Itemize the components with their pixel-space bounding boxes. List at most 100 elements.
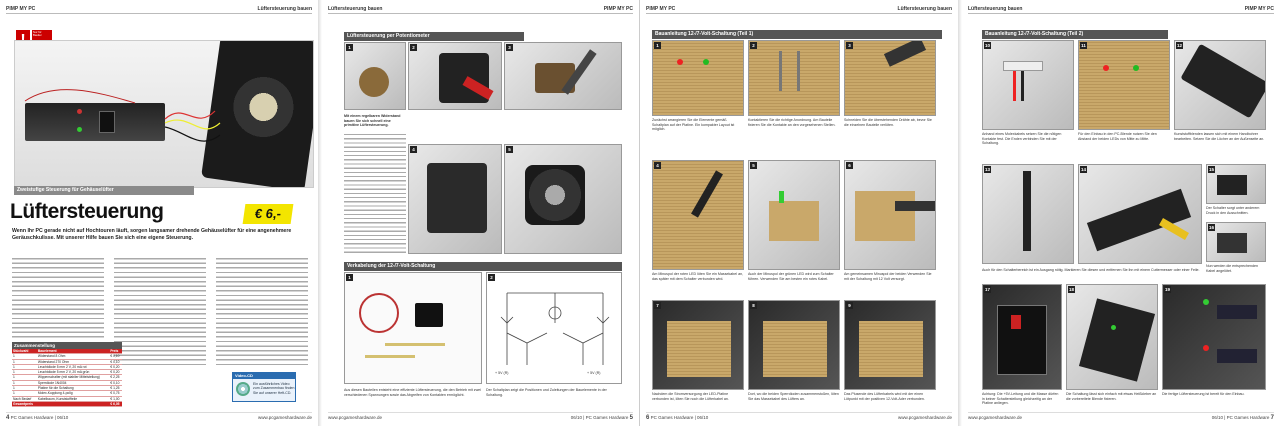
- footer-url: www.pcgameshardware.de: [257, 415, 312, 420]
- body-text-potentiometer: [344, 134, 406, 254]
- header-right: PIMP MY PC: [603, 5, 633, 12]
- lead-paragraph: Wenn Ihr PC gerade nicht auf Hochtouren …: [12, 228, 292, 241]
- step-photo: 5: [748, 160, 840, 270]
- video-cd-text: Ein ausführliches Video zum Zusammenbau …: [253, 382, 295, 395]
- step-caption: Für den Einbau in den PC-Blende nutzen S…: [1078, 132, 1157, 141]
- photo-potentiometer: 1: [344, 42, 406, 110]
- photo-fan-wired: 5: [504, 144, 622, 254]
- footer-url: www.pcgameshardware.de: [968, 415, 1023, 420]
- step-photo: 2: [748, 40, 840, 116]
- section-header-part1: Bauanleitung 12-/7-Volt-Schaltung (Teil …: [652, 30, 942, 39]
- components-table-title: Zusammenstellung: [12, 342, 122, 349]
- step-photo: 9: [844, 300, 936, 390]
- page-5: Lüftersteuerung bauen PIMP MY PC Lüfters…: [322, 0, 640, 426]
- step-caption: Auch der Minuspol der grünen LED wird zu…: [748, 272, 834, 281]
- hero-photo: [14, 40, 314, 188]
- red-led-icon: [77, 109, 82, 114]
- step-caption: Die fertige Lüftersteuerung ist bereit f…: [1162, 392, 1245, 396]
- header-right: Lüftersteuerung bauen: [257, 5, 312, 12]
- step-caption: Nun werden die entsprechenden Kabel ange…: [1206, 264, 1258, 273]
- step-photo: 6: [844, 160, 936, 270]
- page-7: Lüftersteuerung bauen PIMP MY PC Bauanle…: [962, 0, 1280, 426]
- cable-wires: [24, 89, 221, 142]
- section-header-wiring: Verkabelung der 12-/7-Volt-Schaltung: [344, 262, 622, 271]
- green-led-icon: [77, 127, 82, 132]
- footer: www.pcgameshardware.de 06/10 | PC Games …: [968, 412, 1274, 422]
- header-left: Lüftersteuerung bauen: [328, 5, 383, 12]
- step-caption: Am Minuspol der roten LED löten Sie ein …: [652, 272, 744, 281]
- body-column-2: [114, 258, 206, 366]
- header-right: Lüftersteuerung bauen: [897, 5, 952, 12]
- caption-potentiometer: Mit einem regelbaren Widerstand bauen Si…: [344, 114, 401, 127]
- page-4: PIMP MY PC Lüftersteuerung bauen ! Nur f…: [0, 0, 318, 426]
- step-caption: Das Plusende des Lüfterkabels wird mit d…: [844, 392, 925, 401]
- footer: 6 PC Games Hardware | 06/10 www.pcgamesh…: [646, 412, 952, 422]
- step-photo: 16: [1206, 222, 1266, 262]
- page-number: 5: [629, 414, 633, 421]
- gutter: [958, 0, 962, 426]
- footer-magazine: 06/10 | PC Games Hardware: [1211, 414, 1270, 420]
- caption-circuit: Der Schaltplan zeigt die Positionen und …: [486, 388, 607, 397]
- body-text-columns: [12, 258, 308, 366]
- footer-url: www.pcgameshardware.de: [328, 415, 383, 420]
- gutter: [318, 0, 322, 426]
- photo-pliers: 2: [408, 42, 502, 110]
- running-header: PIMP MY PC Lüftersteuerung bauen: [646, 4, 952, 14]
- photo-soldering: 3: [504, 42, 622, 110]
- step-photo: 7: [652, 300, 744, 390]
- photo-parts: 1: [344, 272, 482, 384]
- step-caption: Der Schalter sorgt unter anderem Druck i…: [1206, 206, 1260, 215]
- step-photo: 13: [982, 164, 1074, 264]
- section-header-part2: Bauanleitung 12-/7-Volt-Schaltung (Teil …: [982, 30, 1168, 39]
- col-qty: Stückzahl: [12, 349, 37, 355]
- table-sum-row: Gesamtpreis€ 6,05: [12, 401, 122, 408]
- step-photo: 8: [748, 300, 840, 390]
- running-header: PIMP MY PC Lüftersteuerung bauen: [6, 4, 312, 14]
- circuit-schematic: [500, 292, 610, 365]
- rocker-switch-icon: [99, 111, 115, 133]
- footer-magazine: PC Games Hardware | 06/10: [10, 414, 69, 420]
- footer: 4 PC Games Hardware | 06/10 www.pcgamesh…: [6, 412, 312, 422]
- page-number: 7: [1270, 414, 1274, 421]
- body-column-1: [12, 258, 104, 338]
- page-number: 4: [6, 414, 10, 421]
- step-photo: 17: [982, 284, 1062, 390]
- step-photo: 10: [982, 40, 1074, 130]
- circuit-diagram: 2 + 5V (R) + 5V (R): [486, 272, 622, 384]
- photo-fan-mount: 4: [408, 144, 502, 254]
- step-photo: 15: [1206, 164, 1266, 204]
- header-left: PIMP MY PC: [6, 5, 36, 12]
- front-panel: [25, 103, 165, 141]
- step-caption: Achtung: Die +5V-Leitung und die Masse d…: [982, 392, 1059, 405]
- step-caption: Kunststoffblenden lassen sich mit einem …: [1174, 132, 1265, 141]
- step-photo: 11: [1078, 40, 1170, 130]
- footer-url: www.pcgameshardware.de: [897, 415, 952, 420]
- header-right: PIMP MY PC: [1244, 5, 1274, 12]
- cd-icon: [236, 382, 250, 396]
- step-photo: 18: [1066, 284, 1158, 390]
- footer-magazine: PC Games Hardware | 06/10: [650, 414, 709, 420]
- step-caption: Auch für den Schalterbereich ist ein Aus…: [982, 268, 1200, 272]
- footer-magazine: 06/10 | PC Games Hardware: [570, 414, 629, 420]
- page-number: 6: [646, 414, 650, 421]
- step-caption: Dort, wo die beiden Sperrdioden zusammen…: [748, 392, 839, 401]
- running-header: Lüftersteuerung bauen PIMP MY PC: [968, 4, 1274, 14]
- page-title: Lüftersteuerung: [10, 200, 164, 223]
- step-caption: Anhand eines Molexkabels setzen Sie die …: [982, 132, 1062, 145]
- body-column-3: [216, 258, 308, 366]
- subtitle-bar: Zweistufige Steuerung für Gehäuselüfter: [14, 186, 194, 195]
- price-badge: € 6,-: [242, 204, 294, 224]
- voltage-label-left: + 5V (R): [495, 371, 509, 375]
- section-header-potentiometer: Lüftersteuerung per Potentiometer: [344, 32, 524, 41]
- components-table: Zusammenstellung Stückzahl Bauelement Pr…: [12, 342, 122, 408]
- header-left: Lüftersteuerung bauen: [968, 5, 1023, 12]
- page-6: PIMP MY PC Lüftersteuerung bauen Bauanle…: [640, 0, 958, 426]
